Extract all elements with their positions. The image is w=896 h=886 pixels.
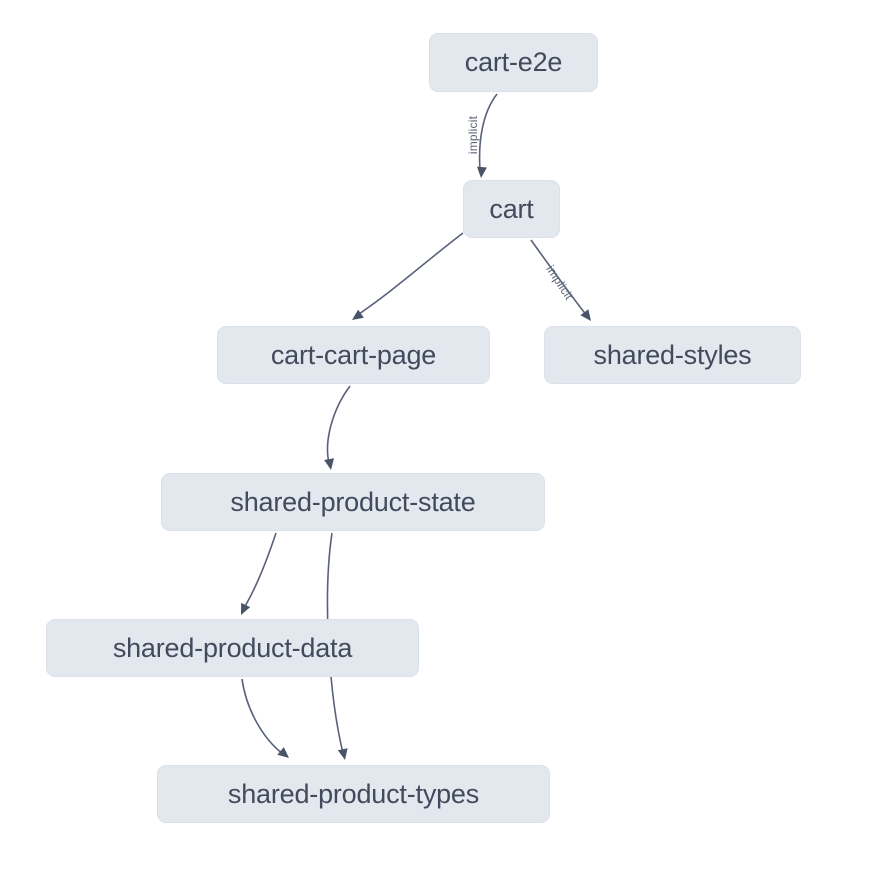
- graph-node-label: cart-cart-page: [270, 339, 437, 370]
- graph-node-cart-e2e[interactable]: cart-e2e: [429, 33, 598, 92]
- edge-arrowhead: [352, 309, 364, 320]
- graph-node-shared-product-state[interactable]: shared-product-state: [161, 473, 545, 531]
- edge-line: [243, 532, 277, 609]
- graph-edge: [241, 678, 289, 758]
- edge-arrowhead: [241, 602, 251, 615]
- graph-node-label: cart: [489, 193, 534, 224]
- graph-node-label: cart-e2e: [464, 47, 563, 77]
- edge-line: [241, 678, 284, 755]
- edge-arrowhead: [324, 458, 335, 470]
- graph-node-label: shared-product-state: [230, 486, 476, 517]
- edge-label: implicit: [466, 115, 480, 154]
- graph-edge: [241, 532, 277, 615]
- graph-node-shared-product-data[interactable]: shared-product-data: [46, 619, 419, 677]
- graph-node-label: shared-styles: [593, 339, 752, 370]
- edge-arrowhead: [476, 166, 487, 178]
- graph-node-cart[interactable]: cart: [463, 180, 560, 238]
- graph-node-label: shared-product-data: [112, 632, 353, 663]
- edge-line: [326, 385, 351, 464]
- graph-edge: [324, 385, 351, 470]
- graph-node-shared-styles[interactable]: shared-styles: [544, 326, 801, 384]
- graph-node-cart-cart-page[interactable]: cart-cart-page: [217, 326, 490, 384]
- edge-arrowhead: [277, 747, 289, 758]
- edge-line: [355, 232, 464, 317]
- graph-edge: [352, 232, 464, 320]
- edge-arrowhead: [580, 309, 591, 321]
- edge-line: [530, 239, 588, 317]
- edge-label: implicit: [543, 263, 576, 303]
- edge-arrowhead: [337, 748, 348, 760]
- graph-edge: implicit: [530, 239, 591, 321]
- graph-node-label: shared-product-types: [227, 778, 480, 809]
- edge-line: [478, 93, 498, 171]
- graph-edge: implicit: [466, 93, 498, 178]
- graph-node-shared-product-types[interactable]: shared-product-types: [157, 765, 550, 823]
